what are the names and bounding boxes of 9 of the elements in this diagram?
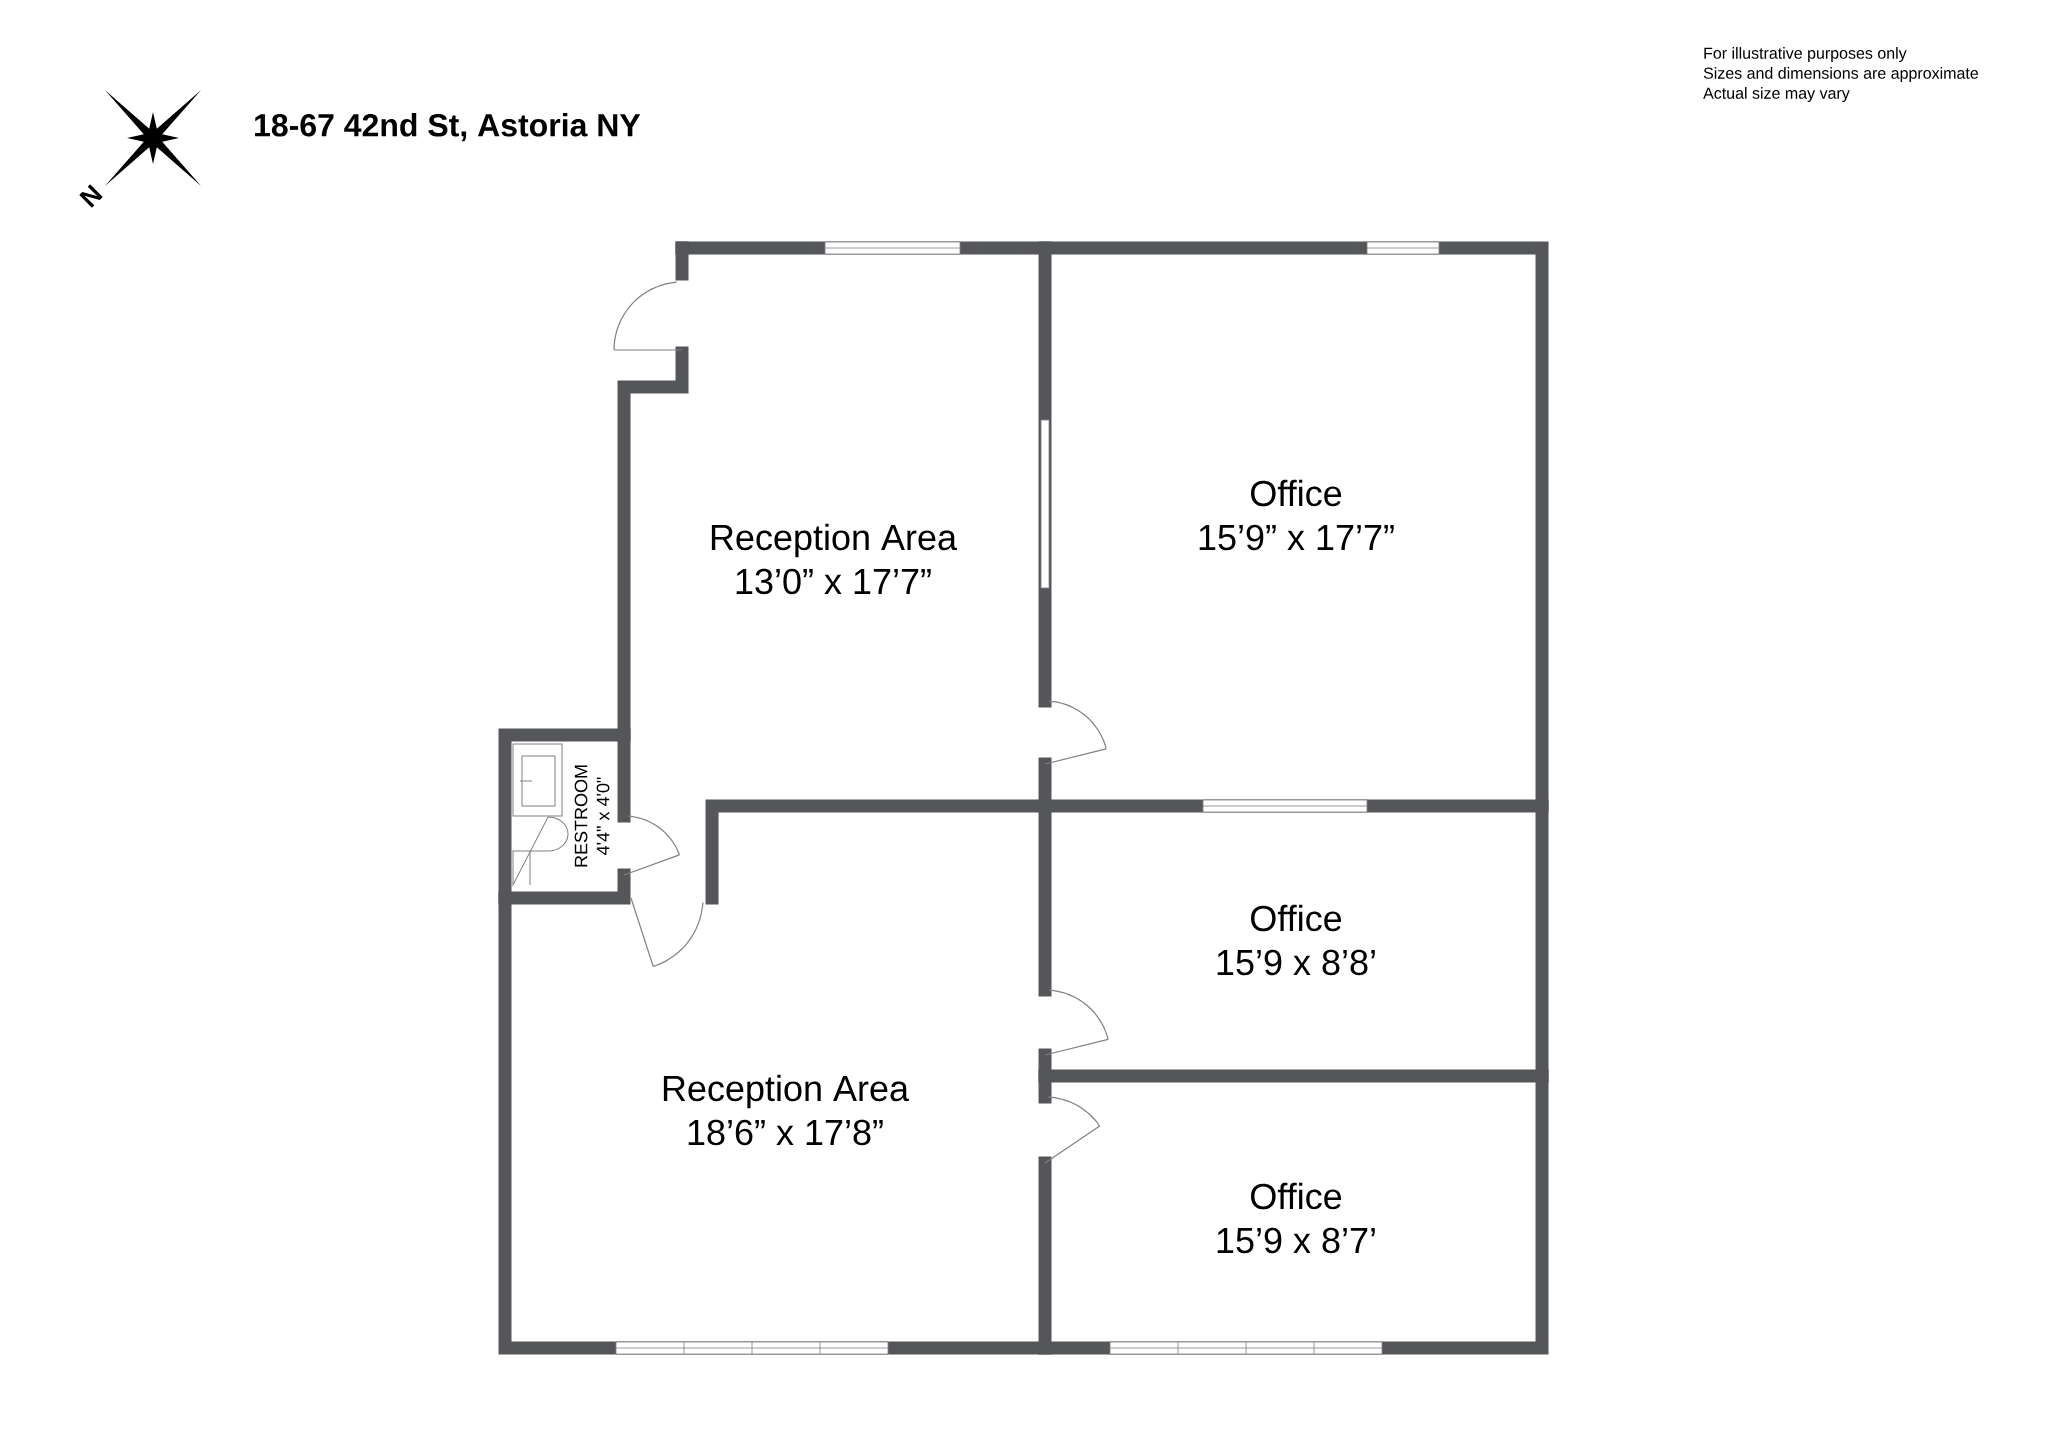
room-label: Office 15’9 x 8’7’ (1217, 1182, 1375, 1254)
title: 18-67 42nd St, Astoria NY (255, 113, 641, 142)
disclaimer-note: For illustrative purposes only Sizes and dimensions are approximate Actual size may vary (1703, 47, 1979, 102)
room-label: RESTROOM 4'4" x 4'0" (574, 765, 610, 867)
room-label: Office 15’9” x 17’7” (1199, 479, 1394, 551)
room-label: Office 15’9 x 8’8’ (1217, 904, 1375, 976)
compass-letter: N (79, 184, 103, 208)
room-label: Reception Area 13’0” x 17’7” (711, 523, 957, 595)
room-label: Reception Area 18’6” x 17’8” (663, 1074, 909, 1146)
